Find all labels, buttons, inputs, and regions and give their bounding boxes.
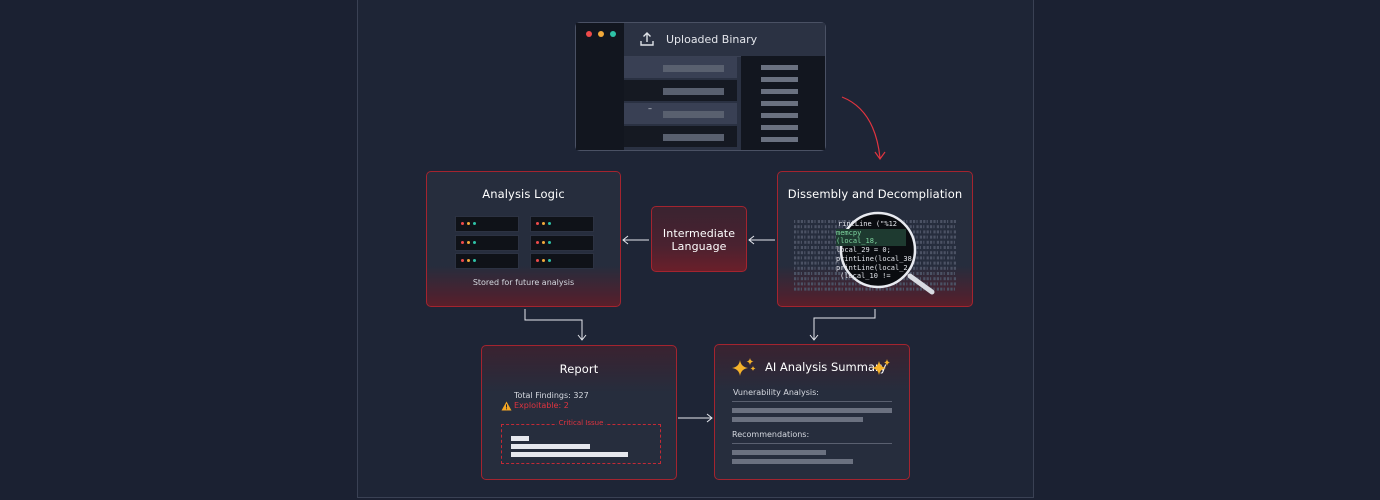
- file-row: [624, 80, 737, 101]
- disassembly-box: Dissembly and Decompliation rintLine ("%…: [777, 171, 973, 307]
- code-line: memcpy (local_18,: [836, 228, 906, 247]
- critical-issue-label: Critical Issue: [556, 419, 606, 427]
- code-lens: rintLine ("%12 memcpy (local_18, local_2…: [836, 220, 912, 288]
- report-title: Report: [559, 362, 599, 376]
- sparkle-icon: [872, 359, 890, 375]
- recommendations-heading: Recommendations:: [732, 430, 810, 439]
- critical-issue-frame: Critical Issue: [501, 419, 661, 464]
- ai-summary-box: AI Analysis Summary Vunerability Analysi…: [714, 344, 910, 480]
- sparkle-icon: [732, 358, 756, 376]
- total-findings: Total Findings: 327: [514, 391, 589, 400]
- hex-column: [741, 56, 825, 150]
- window-maximize-dot: [610, 31, 616, 37]
- server-unit: [455, 235, 519, 251]
- red-curve-arrow: [841, 96, 881, 159]
- analysis-logic-box: Analysis Logic Stored for future analysi…: [426, 171, 621, 307]
- server-unit: [455, 253, 519, 269]
- server-unit: [530, 253, 594, 269]
- code-line: printLine(local_2: [836, 263, 908, 272]
- vulnerability-heading: Vunerability Analysis:: [733, 388, 819, 397]
- intermediate-line-2: Language: [671, 240, 727, 253]
- window-minimize-dot: [598, 31, 604, 37]
- disassembly-title: Dissembly and Decompliation: [787, 187, 963, 201]
- code-line: rintLine ("%12: [838, 220, 898, 228]
- upload-icon: [640, 32, 654, 46]
- analysis-logic-title: Analysis Logic: [482, 187, 565, 201]
- divider: [732, 401, 892, 402]
- row-dash: –: [648, 104, 652, 113]
- window-header: Uploaded Binary: [624, 23, 825, 57]
- server-unit: [530, 235, 594, 251]
- intermediate-line-1: Intermediate: [662, 227, 736, 240]
- file-row: [624, 57, 737, 78]
- code-line: printLine(local_38: [836, 254, 912, 263]
- window-close-dot: [586, 31, 592, 37]
- server-unit: [530, 216, 594, 232]
- code-line: local_29 = 0;: [836, 246, 891, 255]
- uploaded-binary-window: Uploaded Binary –: [575, 22, 826, 151]
- intermediate-language-box: Intermediate Language: [651, 206, 747, 272]
- exploitable-count: Exploitable: 2: [514, 401, 569, 410]
- analysis-caption: Stored for future analysis: [472, 278, 575, 287]
- window-sidebar: [576, 23, 624, 150]
- window-title: Uploaded Binary: [666, 33, 758, 46]
- code-line: (local_10 !=: [840, 272, 891, 281]
- ai-summary-title: AI Analysis Summary: [765, 360, 887, 374]
- report-box: Report Total Findings: 327 Exploitable: …: [481, 345, 677, 480]
- divider: [732, 443, 892, 444]
- file-row: –: [624, 103, 737, 124]
- server-unit: [455, 216, 519, 232]
- file-row: [624, 126, 737, 147]
- warning-icon: [501, 401, 512, 411]
